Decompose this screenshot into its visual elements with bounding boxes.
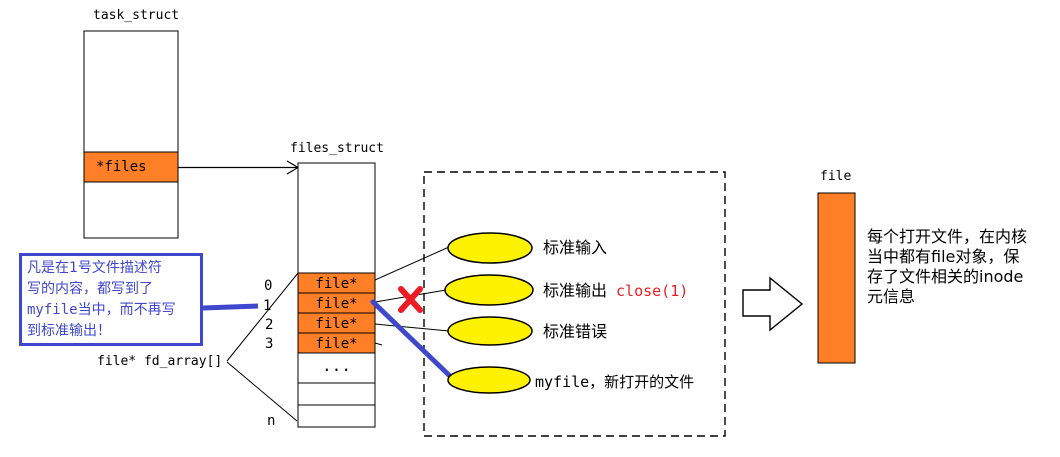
fd-array-label: file* fd_array[] <box>97 354 223 369</box>
myfile-label: myfile，新打开的文件 <box>535 373 695 391</box>
stdin-label: 标准输入 <box>543 238 608 257</box>
file-object-title: file <box>820 169 852 184</box>
fd3-stub-line <box>374 342 383 346</box>
fd0-stdin-link-line <box>374 246 450 281</box>
files-pointer-cell <box>83 151 179 183</box>
note-line: myfile当中，而不再写 <box>27 302 176 318</box>
file-object-box <box>817 192 856 364</box>
file-object-description: 每个打开文件，在内核 当中都有file对象，保 存了文件相关的inode 元信息 <box>867 227 1027 307</box>
note-pointer-blue-line <box>202 303 259 311</box>
stderr-ellipse <box>447 316 533 346</box>
fd-row-0: file* <box>315 276 358 292</box>
fd-index-n: n <box>267 413 276 429</box>
fd-array-bracket-top-line <box>226 272 299 362</box>
description-line: 当中都有file对象，保 <box>867 247 1020 266</box>
redirect-note-box: 凡是在1号文件描述符 写的内容，都写到了 myfile当中，而不再写 到标准输出… <box>19 253 203 346</box>
fd-row-1: file* <box>315 296 358 312</box>
fd-index-3: 3 <box>265 336 274 352</box>
stdout-label: 标准输出 <box>543 281 608 300</box>
fd-row-3: file* <box>315 336 358 352</box>
fd2-stderr-link-line <box>374 323 450 332</box>
fd-index-2: 2 <box>265 317 274 333</box>
close-call-annotation: close(1) <box>616 282 689 300</box>
fd-row-2: file* <box>315 316 358 332</box>
note-line: 写的内容，都写到了 <box>27 281 153 297</box>
description-line: 元信息 <box>867 287 916 306</box>
task-struct-box <box>83 30 179 239</box>
myfile-ellipse <box>447 366 531 394</box>
note-line: 到标准输出！ <box>27 323 111 339</box>
files-struct-title: files_struct <box>290 141 384 156</box>
close-x-icon <box>398 286 423 313</box>
fd-array-bracket-bottom-line <box>226 361 298 422</box>
fd-index-1: 1 <box>263 298 272 314</box>
note-line: 凡是在1号文件描述符 <box>27 260 162 276</box>
fd-index-0: 0 <box>264 278 273 294</box>
open-files-dashed-box <box>423 171 726 437</box>
fd-rows-ellipsis: ... <box>322 356 351 375</box>
block-arrow-icon <box>742 276 804 332</box>
description-line: 存了文件相关的inode <box>867 267 1024 286</box>
stdout-ellipse <box>444 274 534 306</box>
files-pointer-label: *files <box>96 159 147 175</box>
stdin-ellipse <box>447 232 533 264</box>
redirect-blue-line <box>370 299 455 381</box>
stderr-label: 标准错误 <box>543 322 608 341</box>
stdout-label-row: 标准输出 close(1) <box>543 281 689 301</box>
task-struct-title: task_struct <box>93 8 180 23</box>
description-line: 每个打开文件，在内核 <box>867 227 1028 246</box>
